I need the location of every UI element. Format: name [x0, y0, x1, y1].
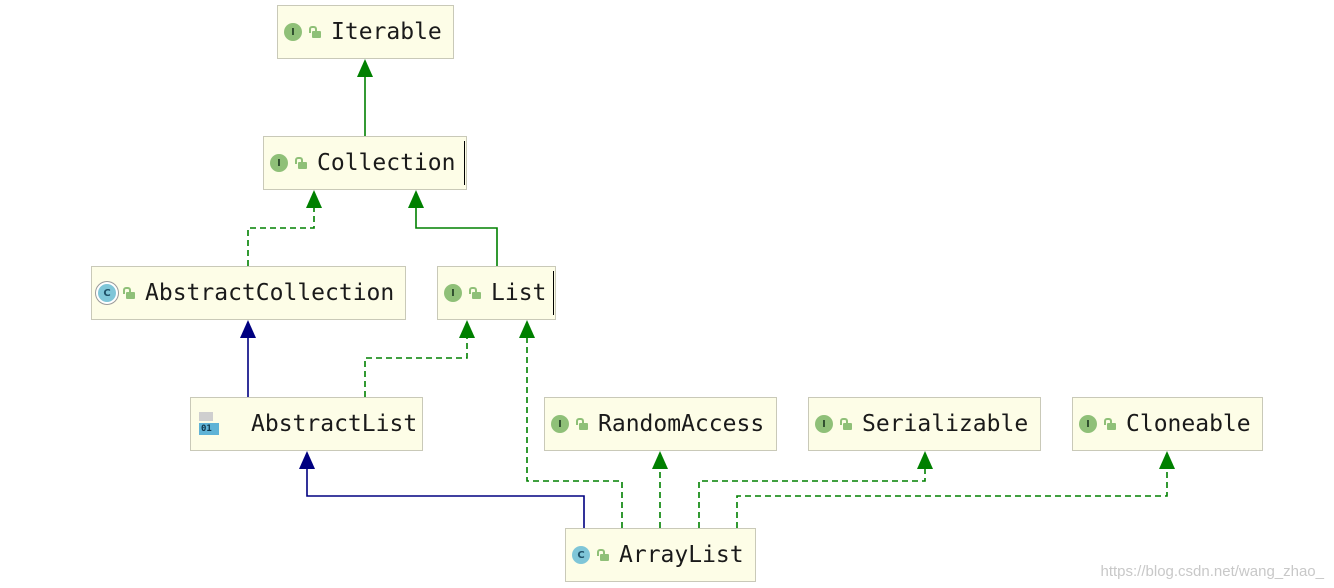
node-label: Iterable [331, 19, 442, 45]
class-icon: C [572, 546, 590, 564]
lock-icon [123, 287, 135, 299]
interface-icon: I [284, 23, 302, 41]
arrowhead-list [459, 320, 475, 338]
watermark: https://blog.csdn.net/wang_zhao_ [1100, 563, 1325, 580]
node-label: ArrayList [619, 542, 744, 568]
edge-abstract_list-to-list [364, 336, 468, 397]
arrowhead-serializable [917, 451, 933, 469]
lock-icon [840, 418, 852, 430]
lock-icon [1104, 418, 1116, 430]
binary-class-icon: 01 [197, 412, 219, 436]
node-label: Collection [317, 150, 456, 176]
text-caret [464, 141, 465, 185]
text-caret [553, 271, 554, 315]
node-collection[interactable]: I Collection [263, 136, 467, 190]
arrowhead-iterable [357, 59, 373, 77]
edge-list-to-collection [415, 206, 498, 266]
node-label: AbstractList [251, 411, 418, 437]
lock-icon [469, 287, 481, 299]
lock-icon [597, 549, 609, 561]
node-abstract-list[interactable]: 01 AbstractList [190, 397, 423, 451]
lock-icon [309, 26, 321, 38]
node-label: Cloneable [1126, 411, 1251, 437]
arrowhead-abstract_collection [240, 320, 256, 338]
edge-array_list-to-cloneable [736, 467, 1168, 528]
interface-icon: I [815, 415, 833, 433]
node-serializable[interactable]: I Serializable [808, 397, 1041, 451]
lock-icon [295, 157, 307, 169]
node-abstract-collection[interactable]: C AbstractCollection [91, 266, 406, 320]
node-iterable[interactable]: I Iterable [277, 5, 454, 59]
node-label: RandomAccess [598, 411, 765, 437]
node-cloneable[interactable]: I Cloneable [1072, 397, 1263, 451]
interface-icon: I [444, 284, 462, 302]
node-random-access[interactable]: I RandomAccess [544, 397, 777, 451]
node-label: Serializable [862, 411, 1029, 437]
edge-array_list-to-abstract_list [306, 467, 585, 528]
node-label: AbstractCollection [145, 280, 395, 306]
interface-icon: I [551, 415, 569, 433]
node-array-list[interactable]: C ArrayList [565, 528, 756, 582]
arrowhead-collection [306, 190, 322, 208]
interface-icon: I [1079, 415, 1097, 433]
edge-abstract_collection-to-collection [247, 206, 315, 266]
edge-array_list-to-serializable [698, 467, 926, 528]
arrowhead-list [519, 320, 535, 338]
arrowhead-cloneable [1159, 451, 1175, 469]
lock-icon [576, 418, 588, 430]
node-label: List [491, 280, 547, 306]
interface-icon: I [270, 154, 288, 172]
arrowhead-abstract_list [299, 451, 315, 469]
arrowhead-random_access [652, 451, 668, 469]
edge-array_list-to-list [526, 336, 623, 528]
arrowhead-collection [408, 190, 424, 208]
abstract-class-icon: C [98, 284, 116, 302]
node-list[interactable]: I List [437, 266, 556, 320]
